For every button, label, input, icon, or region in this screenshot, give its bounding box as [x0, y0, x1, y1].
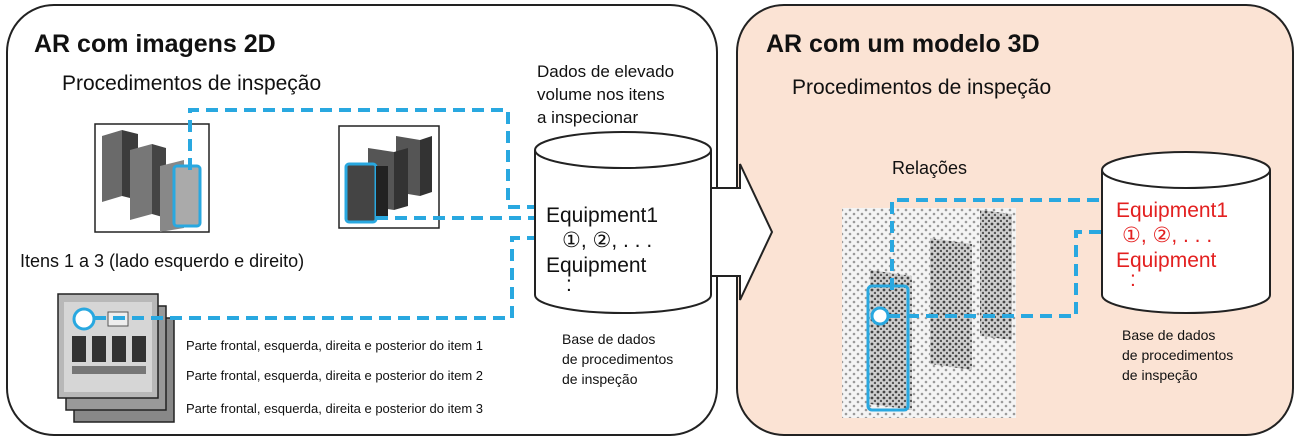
- left-db-caption-line-2: de procedimentos: [562, 351, 674, 367]
- right-subheading: Procedimentos de inspeção: [792, 76, 1052, 99]
- volume-note-line-1: Dados de elevado: [537, 62, 675, 81]
- right-dashed-links: [888, 198, 1112, 318]
- volume-note-line-2: volume nos itens: [537, 85, 665, 104]
- panel-photos-stack: [57, 293, 175, 423]
- right-db-caption-line-3: de inspeção: [1122, 367, 1198, 383]
- right-db-content: Equipment1 ①, ②, . . . Equipment :: [1116, 198, 1229, 291]
- left-database-cylinder: [534, 131, 712, 314]
- left-db-line-1: Equipment1: [546, 204, 659, 227]
- panel-caption-1: Parte frontal, esquerda, direita e poste…: [186, 338, 483, 353]
- right-db-line-2: ①, ②, . . .: [1122, 224, 1213, 247]
- left-db-content: Equipment1 ①, ②, . . . Equipment :: [546, 203, 659, 296]
- 3d-model-render: [842, 208, 1016, 418]
- left-db-line-2: ①, ②, . . .: [562, 229, 653, 252]
- left-dashed-links: [94, 108, 548, 320]
- volume-note-line-3: a inspecionar: [537, 108, 639, 127]
- right-db-line-4: :: [1130, 268, 1136, 291]
- equipment-photo-2: [338, 125, 440, 229]
- right-db-line-1: Equipment1: [1116, 199, 1229, 222]
- volume-note: Dados de elevado volume nos itens a insp…: [537, 60, 674, 129]
- right-db-caption-line-1: Base de dados: [1122, 327, 1216, 343]
- left-db-caption: Base de dados de procedimentos de inspeç…: [562, 329, 673, 389]
- right-db-line-3: Equipment: [1116, 249, 1217, 272]
- left-db-caption-line-1: Base de dados: [562, 331, 656, 347]
- left-heading: AR com imagens 2D: [34, 30, 276, 58]
- left-subheading: Procedimentos de inspeção: [62, 72, 322, 95]
- right-db-caption: Base de dados de procedimentos de inspeç…: [1122, 325, 1233, 385]
- relations-label: Relações: [892, 158, 968, 178]
- right-db-caption-line-2: de procedimentos: [1122, 347, 1234, 363]
- transition-arrow: [705, 163, 774, 301]
- left-db-line-3: Equipment: [546, 254, 647, 277]
- left-db-line-4: :: [566, 273, 572, 296]
- left-db-caption-line-3: de inspeção: [562, 371, 638, 387]
- right-heading: AR com um modelo 3D: [766, 30, 1040, 58]
- items-caption: Itens 1 a 3 (lado esquerdo e direito): [20, 251, 305, 271]
- panel-caption-2: Parte frontal, esquerda, direita e poste…: [186, 368, 483, 383]
- panel-caption-3: Parte frontal, esquerda, direita e poste…: [186, 401, 483, 416]
- right-database-cylinder: [1101, 151, 1271, 314]
